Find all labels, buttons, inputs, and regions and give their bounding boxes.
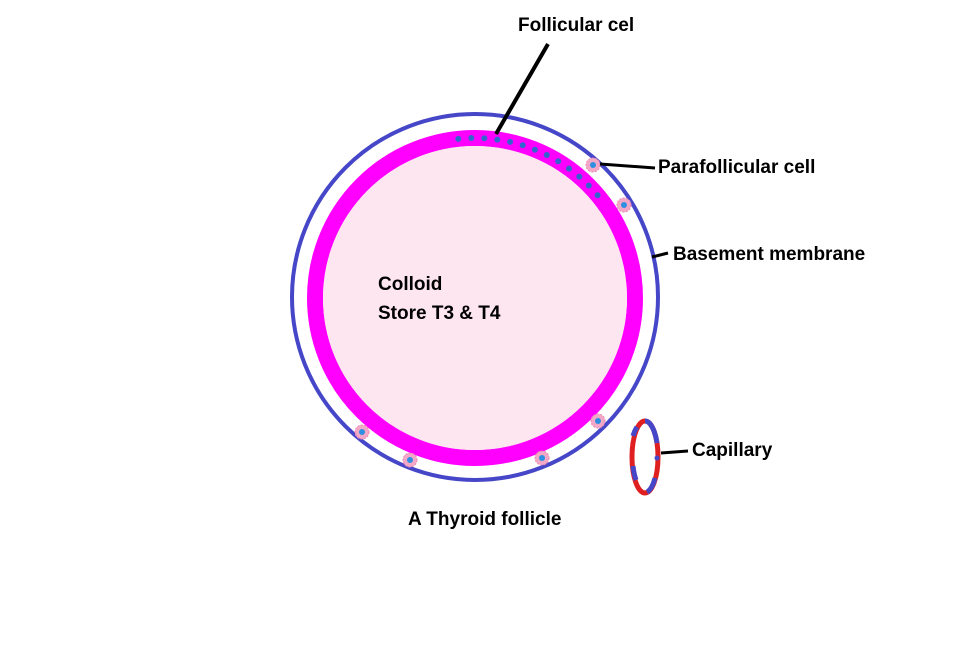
parafollicular-cell: [534, 450, 550, 466]
follicular-cell-nucleus: [531, 146, 538, 153]
follicular-cell-nucleus: [494, 136, 501, 143]
parafollicular-cell: [402, 452, 418, 468]
basement-membrane-leader-line: [651, 251, 669, 259]
follicular-cell-nucleus: [455, 135, 462, 142]
capillary-label: Capillary: [692, 440, 773, 461]
basement-membrane-label: Basement membrane: [673, 244, 866, 265]
capillary-leader-line: [660, 449, 689, 455]
follicular-cell-nucleus: [519, 142, 526, 149]
follicular-cell-nucleus: [576, 173, 583, 180]
follicular-cell-nucleus: [481, 135, 488, 142]
follicular-cell-nucleus: [543, 152, 550, 158]
follicular-cell-nucleus: [585, 182, 592, 189]
colloid-subtitle: Store T3 & T4: [378, 303, 501, 324]
follicular-cell-label: Follicular cel: [518, 15, 635, 36]
colloid-area: [323, 146, 627, 450]
parafollicular-cell-label: Parafollicular cell: [658, 157, 816, 178]
follicular-cell-nucleus: [555, 158, 562, 165]
follicular-cell-nucleus: [507, 138, 514, 145]
capillary-vessel: [629, 418, 661, 496]
follicular-cell-leader-line: [494, 42, 550, 136]
parafollicular-cell: [590, 413, 606, 429]
follicular-cell-nucleus: [468, 135, 475, 141]
parafollicular-cell: [616, 197, 632, 213]
diagram-caption: A Thyroid follicle: [408, 509, 562, 530]
parafollicular-cell: [585, 157, 601, 173]
follicular-cell-nucleus: [594, 192, 601, 199]
parafollicular-cell-leader-line: [599, 162, 656, 170]
follicular-cell-nucleus: [566, 165, 572, 172]
colloid-title: Colloid: [378, 274, 443, 295]
follicular-cell-nuclei: [455, 135, 601, 199]
parafollicular-cells: [354, 157, 632, 468]
follicular-cell-layer: [307, 130, 643, 466]
parafollicular-cell: [354, 424, 370, 440]
